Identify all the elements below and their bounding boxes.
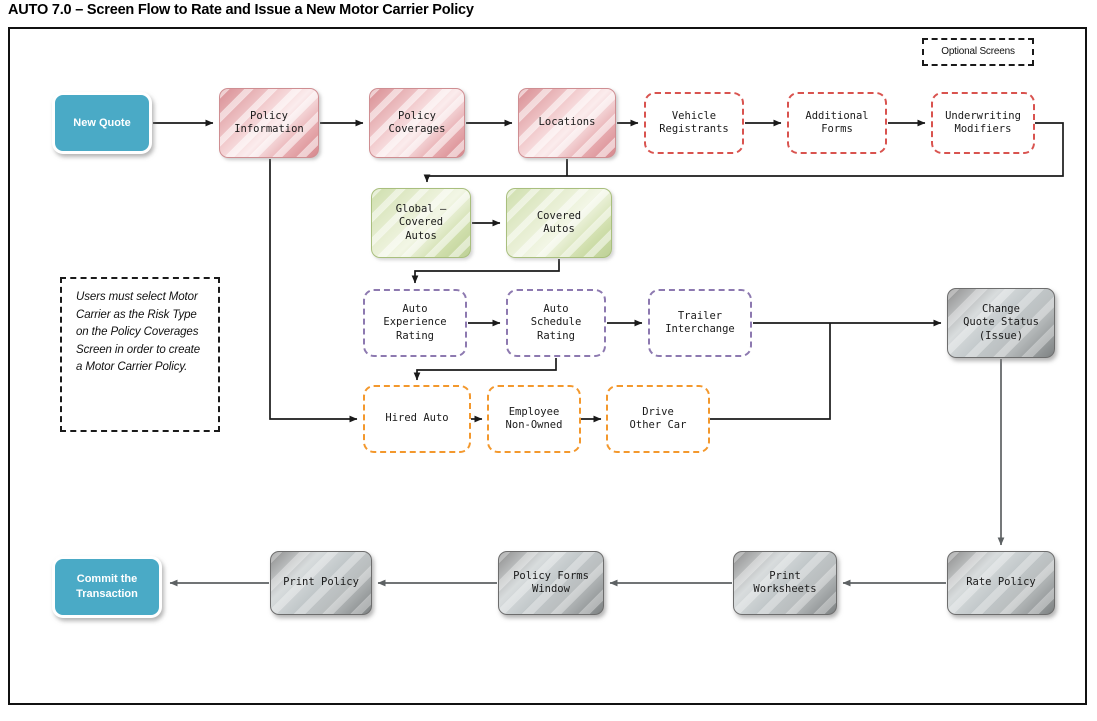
node-print-policy[interactable]: Print Policy <box>270 551 372 615</box>
node-rate-policy-label: Rate Policy <box>966 576 1036 589</box>
node-print-worksheets[interactable]: Print Worksheets <box>733 551 837 615</box>
node-hired-auto[interactable]: Hired Auto <box>363 385 471 453</box>
node-commit-the-transaction[interactable]: Commit the Transaction <box>52 556 162 618</box>
node-auto-experience-rating-label: Auto Experience Rating <box>383 302 447 342</box>
node-policy-coverages-label: Policy Coverages <box>388 109 446 136</box>
node-auto-schedule-rating-label: Auto Schedule Rating <box>530 302 582 342</box>
node-trailer-interchange-label: Trailer Interchange <box>665 309 735 336</box>
node-policy-information-label: Policy Information <box>234 109 304 136</box>
node-policy-coverages[interactable]: Policy Coverages <box>369 88 465 158</box>
legend-optional-screens-label: Optional Screens <box>941 46 1015 58</box>
node-locations[interactable]: Locations <box>518 88 616 158</box>
node-employee-non-owned-label: Employee Non-Owned <box>505 405 563 432</box>
node-trailer-interchange[interactable]: Trailer Interchange <box>648 289 752 357</box>
node-covered-autos[interactable]: Covered Autos <box>506 188 612 258</box>
node-covered-autos-label: Covered Autos <box>536 209 582 236</box>
node-vehicle-registrants-label: Vehicle Registrants <box>659 109 729 136</box>
note-text: Users must select Motor Carrier as the R… <box>76 291 201 373</box>
node-policy-forms-window[interactable]: Policy Forms Window <box>498 551 604 615</box>
node-policy-information[interactable]: Policy Information <box>219 88 319 158</box>
node-rate-policy[interactable]: Rate Policy <box>947 551 1055 615</box>
node-policy-forms-window-label: Policy Forms Window <box>513 569 589 596</box>
node-new-quote[interactable]: New Quote <box>52 92 152 154</box>
node-employee-non-owned[interactable]: Employee Non-Owned <box>487 385 581 453</box>
node-vehicle-registrants[interactable]: Vehicle Registrants <box>644 92 744 154</box>
node-global-covered-autos[interactable]: Global – Covered Autos <box>371 188 471 258</box>
node-change-quote-status-label: Change Quote Status (Issue) <box>963 302 1039 342</box>
node-auto-experience-rating[interactable]: Auto Experience Rating <box>363 289 467 357</box>
node-locations-label: Locations <box>538 116 596 129</box>
note-motor-carrier: Users must select Motor Carrier as the R… <box>60 277 220 432</box>
node-underwriting-modifiers[interactable]: Underwriting Modifiers <box>931 92 1035 154</box>
node-print-policy-label: Print Policy <box>283 576 359 589</box>
node-global-covered-autos-label: Global – Covered Autos <box>395 202 447 242</box>
node-drive-other-car[interactable]: Drive Other Car <box>606 385 710 453</box>
node-change-quote-status[interactable]: Change Quote Status (Issue) <box>947 288 1055 358</box>
node-auto-schedule-rating[interactable]: Auto Schedule Rating <box>506 289 606 357</box>
node-hired-auto-label: Hired Auto <box>385 412 449 425</box>
legend-optional-screens: Optional Screens <box>922 38 1034 66</box>
node-print-worksheets-label: Print Worksheets <box>753 569 817 596</box>
node-underwriting-modifiers-label: Underwriting Modifiers <box>945 109 1021 136</box>
node-new-quote-label: New Quote <box>73 116 131 129</box>
node-additional-forms-label: Additional Forms <box>805 109 869 136</box>
node-commit-the-transaction-label: Commit the Transaction <box>76 573 138 600</box>
node-additional-forms[interactable]: Additional Forms <box>787 92 887 154</box>
node-drive-other-car-label: Drive Other Car <box>629 405 687 432</box>
page-title: AUTO 7.0 – Screen Flow to Rate and Issue… <box>8 2 474 18</box>
